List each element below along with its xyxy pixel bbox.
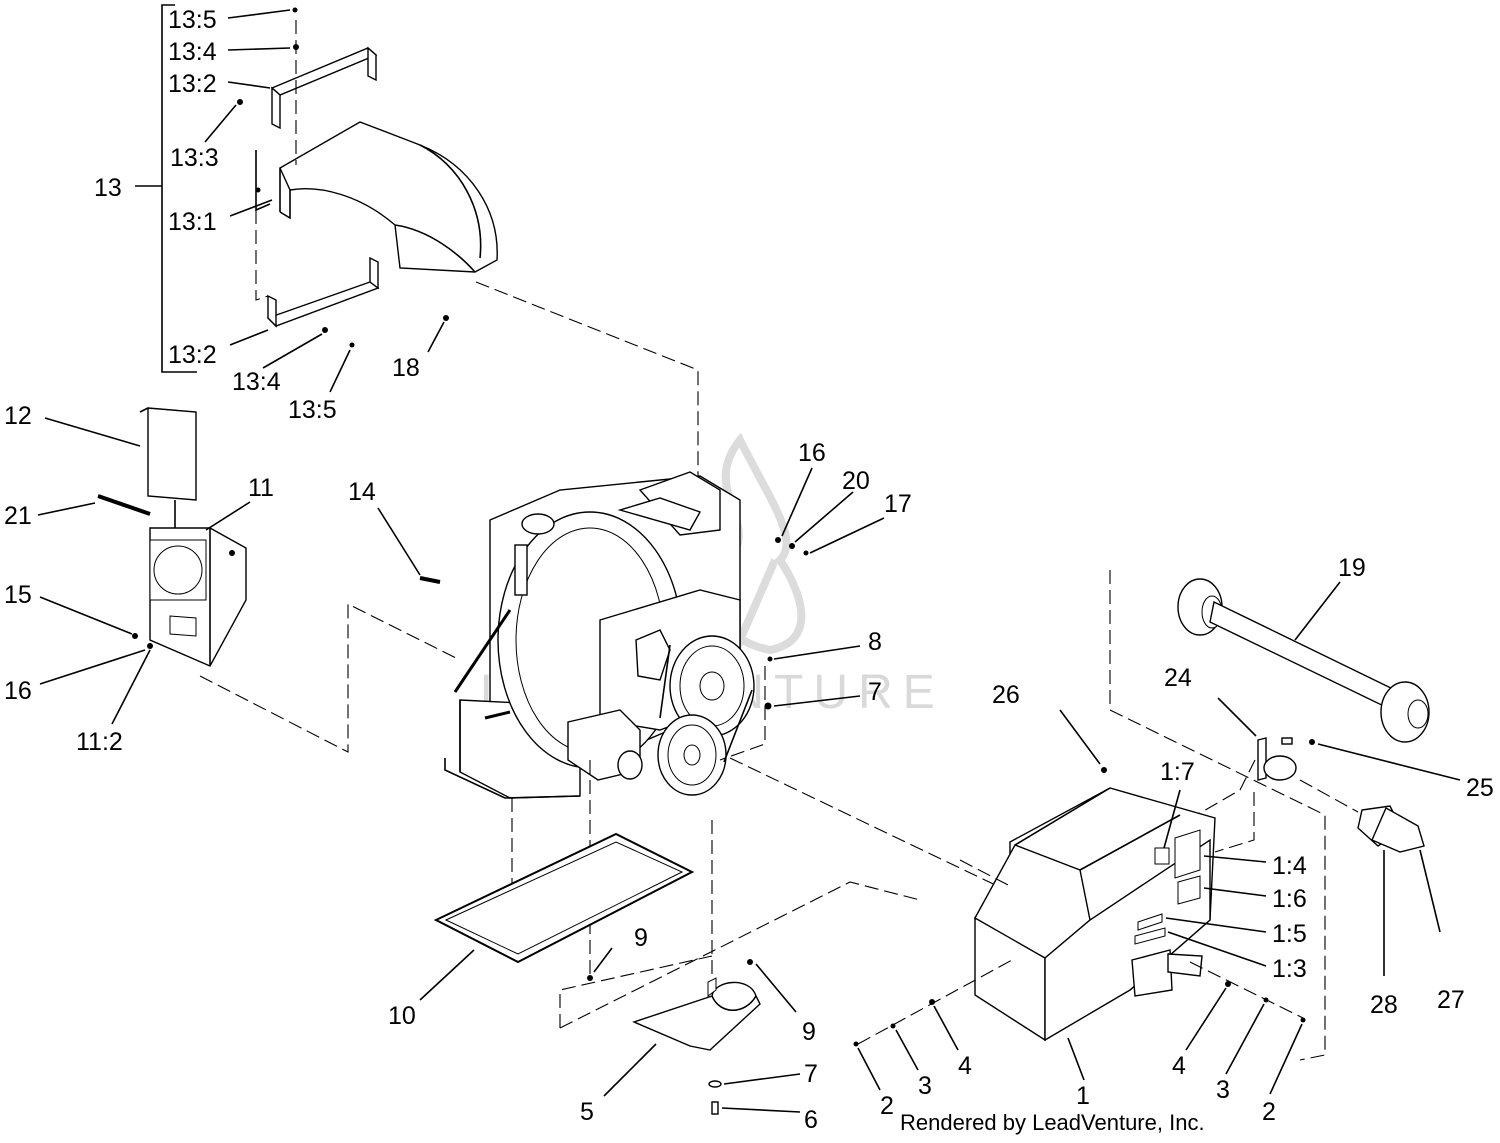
callout-2-right: 2 xyxy=(1262,1098,1276,1126)
leaders-fasteners xyxy=(857,987,1303,1095)
callout-11: 11 xyxy=(248,474,274,502)
chute-assembly xyxy=(237,7,498,348)
callout-26: 26 xyxy=(992,681,1020,709)
callout-28: 28 xyxy=(1370,991,1398,1019)
decal-1-7 xyxy=(1154,847,1170,865)
decal-1-6 xyxy=(1177,875,1201,905)
callout-3-left: 3 xyxy=(918,1072,932,1100)
pto-shaft-19 xyxy=(1177,578,1430,743)
callout-7-bottom: 7 xyxy=(804,1060,818,1088)
callout-1: 1 xyxy=(1076,1082,1090,1110)
callout-13: 13 xyxy=(94,174,122,202)
callout-27: 27 xyxy=(1437,986,1465,1014)
callout-17: 17 xyxy=(884,490,912,518)
leaders-housing xyxy=(1059,709,1267,1081)
leaders-main xyxy=(377,467,885,707)
callout-9-right: 9 xyxy=(802,1018,816,1046)
callout-4-left: 4 xyxy=(958,1052,972,1080)
callout-13-4: 13:4 xyxy=(168,38,217,66)
callout-16-left: 16 xyxy=(4,677,32,705)
top-flange xyxy=(270,47,378,96)
callout-7-top: 7 xyxy=(868,678,882,706)
callout-labels: 13:5 13:4 13:2 13:3 13 13:1 13:2 13:4 13… xyxy=(4,6,1494,1134)
main-hardware xyxy=(764,537,809,710)
callout-13-5: 13:5 xyxy=(168,6,217,34)
callout-1-6: 1:6 xyxy=(1272,885,1307,913)
callout-11-2: 11:2 xyxy=(76,728,123,756)
chute-body xyxy=(279,121,498,273)
callout-12: 12 xyxy=(4,402,32,430)
callout-6: 6 xyxy=(804,1106,818,1134)
callout-2-left: 2 xyxy=(880,1092,894,1120)
clip-24 xyxy=(1257,737,1315,781)
callout-5: 5 xyxy=(580,1098,594,1126)
leaders-left xyxy=(37,417,251,725)
callout-4-right: 4 xyxy=(1172,1052,1186,1080)
callout-13-4-bottom: 13:4 xyxy=(232,368,281,396)
callout-10: 10 xyxy=(388,1002,416,1030)
leaders-guard xyxy=(603,963,801,1113)
callout-13-1: 13:1 xyxy=(168,208,217,236)
part-28 xyxy=(1357,805,1425,853)
gasket-10 xyxy=(433,832,695,964)
bracket-13 xyxy=(135,4,197,373)
callout-13-2-bottom: 13:2 xyxy=(168,341,217,369)
door-assembly xyxy=(97,407,247,667)
callout-16-right: 16 xyxy=(798,439,826,467)
callout-8: 8 xyxy=(868,628,882,656)
callout-13-2: 13:2 xyxy=(168,70,217,98)
guard-5 xyxy=(632,959,761,1115)
decal-1-3 xyxy=(1134,927,1166,945)
callout-14: 14 xyxy=(348,478,376,506)
callout-1-5: 1:5 xyxy=(1272,920,1307,948)
leaders-13 xyxy=(204,9,445,393)
callout-24: 24 xyxy=(1164,664,1192,692)
callout-1-3: 1:3 xyxy=(1272,955,1307,983)
callout-15: 15 xyxy=(4,581,32,609)
callout-13-5-bottom: 13:5 xyxy=(288,396,337,424)
callout-19: 19 xyxy=(1338,554,1366,582)
housing-1 xyxy=(974,767,1216,1042)
callout-3-right: 3 xyxy=(1216,1076,1230,1104)
callout-21: 21 xyxy=(4,502,32,530)
decal-1-4 xyxy=(1174,829,1201,879)
credit-text: Rendered by LeadVenture, Inc. xyxy=(900,1110,1205,1135)
callout-25: 25 xyxy=(1466,774,1494,802)
bottom-flange xyxy=(266,281,380,327)
callout-18: 18 xyxy=(392,354,420,382)
callout-1-4: 1:4 xyxy=(1272,852,1307,880)
main-housing xyxy=(419,471,755,799)
callout-20: 20 xyxy=(842,467,870,495)
callout-1-7: 1:7 xyxy=(1160,758,1195,786)
decal-1-5 xyxy=(1137,913,1163,931)
callout-9-left: 9 xyxy=(634,924,648,952)
part-12-plate xyxy=(147,407,197,501)
callout-13-3: 13:3 xyxy=(170,144,219,172)
